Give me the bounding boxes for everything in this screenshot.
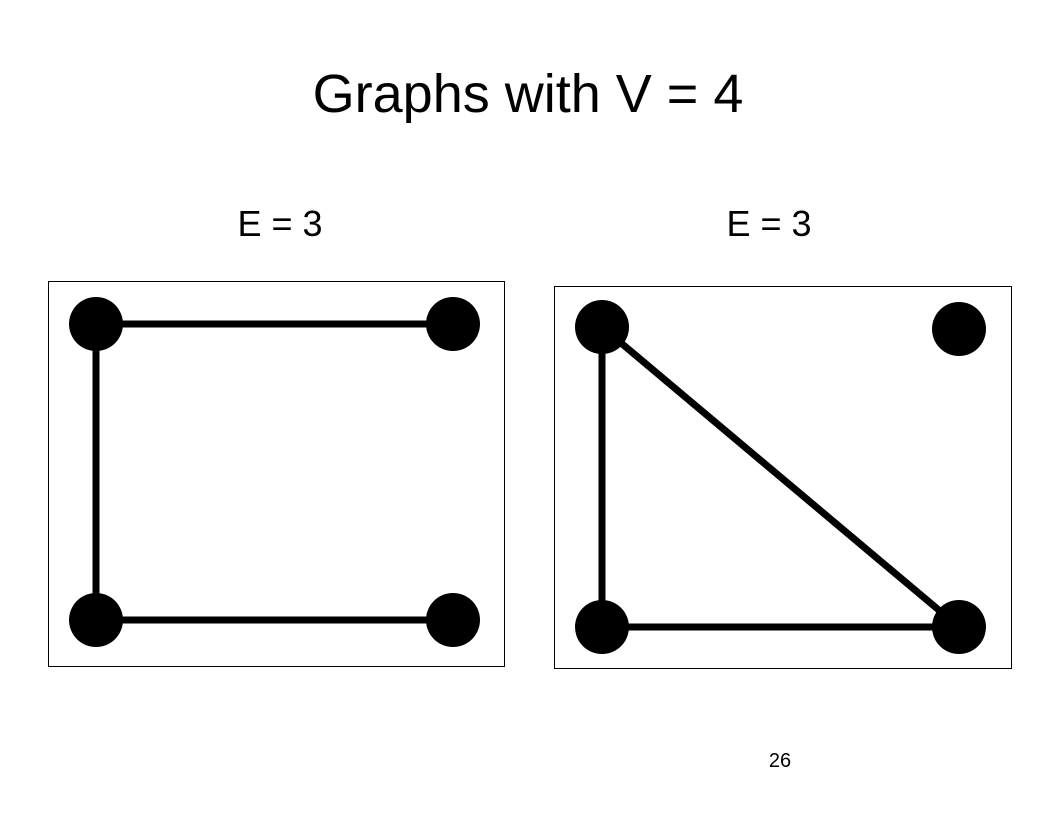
graph-2-panel (554, 286, 1012, 669)
graph-1-edge-count-label: E = 3 (237, 203, 323, 244)
edge-top-left-to-bottom-right (599, 324, 962, 630)
vertex-bottom-right (932, 600, 986, 654)
vertex-top-right (932, 302, 986, 356)
page-number: 26 (768, 750, 792, 772)
slide-title: Graphs with V = 4 (312, 64, 744, 124)
vertex-bottom-left (69, 593, 123, 647)
vertex-bottom-left (575, 600, 629, 654)
vertex-top-right (426, 297, 480, 351)
graph-1-panel (48, 281, 505, 667)
vertex-top-left (69, 297, 123, 351)
graph-2-drawing (575, 300, 986, 654)
vertex-top-left (575, 300, 629, 354)
graph-1-drawing (69, 297, 480, 647)
graph-2-edge-count-label: E = 3 (726, 203, 812, 244)
vertex-bottom-right (426, 593, 480, 647)
